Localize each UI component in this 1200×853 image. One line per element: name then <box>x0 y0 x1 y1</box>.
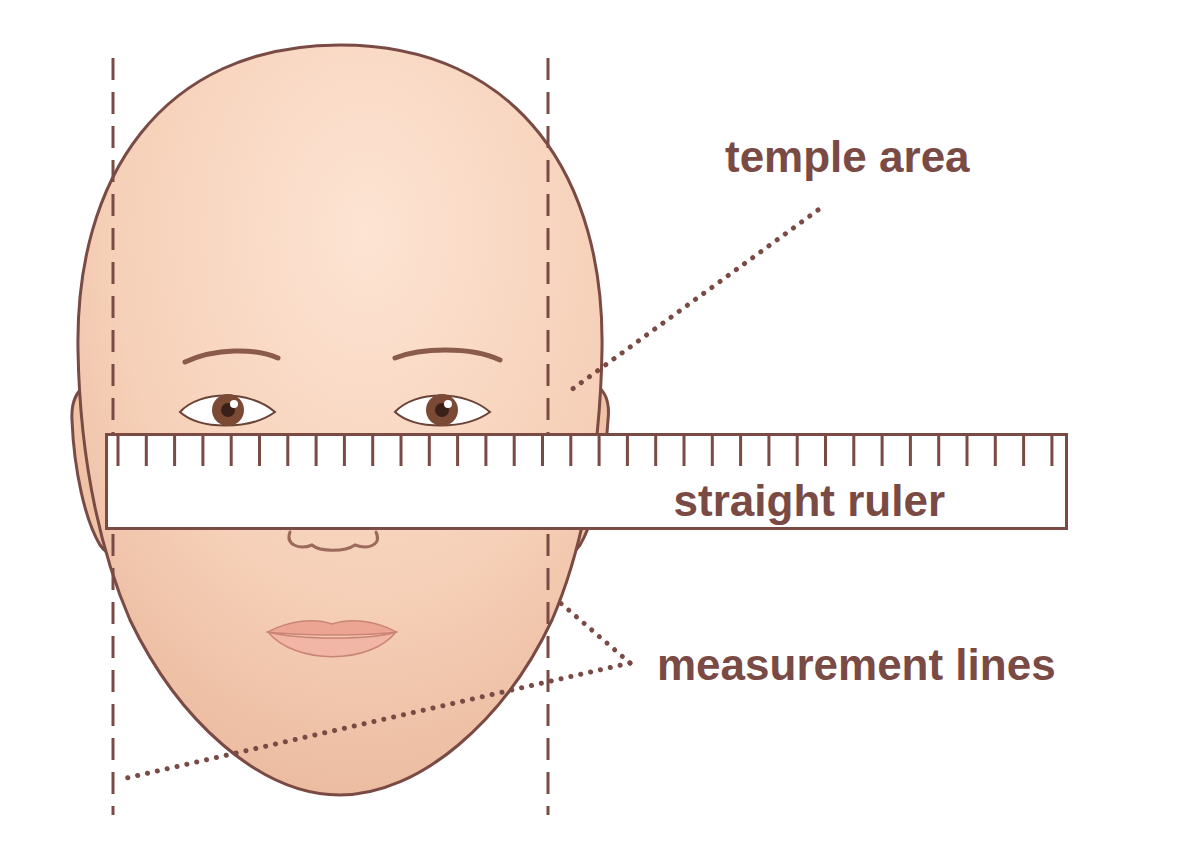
ruler-tick <box>343 436 346 466</box>
ruler-tick <box>145 436 148 466</box>
ruler-label: straight ruler <box>674 477 945 525</box>
nose <box>289 532 377 550</box>
eyebrow <box>185 351 278 362</box>
ruler-tick <box>1022 436 1025 466</box>
upper-lip <box>268 621 396 635</box>
ruler-tick <box>371 436 374 466</box>
callout-label: measurement lines <box>657 641 1056 689</box>
ruler-tick <box>315 436 318 466</box>
eyebrow <box>395 350 500 360</box>
ruler-tick <box>598 436 601 466</box>
ruler-tick <box>626 436 629 466</box>
head-outline <box>78 45 602 795</box>
ruler-tick <box>966 436 969 466</box>
ruler-tick <box>173 436 176 466</box>
ruler-tick <box>286 436 289 466</box>
ruler-tick <box>881 436 884 466</box>
ruler-tick <box>230 436 233 466</box>
ruler-tick <box>400 436 403 466</box>
ruler-tick <box>513 436 516 466</box>
ruler-tick <box>767 436 770 466</box>
ruler-tick <box>569 436 572 466</box>
ruler-tick <box>541 436 544 466</box>
ruler-tick <box>711 436 714 466</box>
ruler-tick <box>428 436 431 466</box>
ruler-tick <box>937 436 940 466</box>
ruler-tick <box>739 436 742 466</box>
ruler-tick <box>456 436 459 466</box>
lower-lip <box>268 632 396 657</box>
ruler-tick <box>796 436 799 466</box>
leader-line <box>567 210 818 393</box>
iris <box>426 394 458 426</box>
ruler-tick <box>201 436 204 466</box>
ruler-tick <box>117 436 120 466</box>
ruler-tick <box>258 436 261 466</box>
iris <box>212 394 244 426</box>
callout-label: temple area <box>725 133 970 181</box>
ruler-tick <box>824 436 827 466</box>
ruler-tick <box>994 436 997 466</box>
ruler-tick <box>683 436 686 466</box>
ruler-tick <box>654 436 657 466</box>
ruler-tick <box>1050 436 1053 466</box>
ruler-tick <box>909 436 912 466</box>
eye-glint <box>230 400 238 408</box>
ruler-tick <box>852 436 855 466</box>
leader-line <box>118 663 630 780</box>
leader-line <box>557 600 630 663</box>
eye-glint <box>444 400 452 408</box>
ruler-box: straight ruler <box>105 433 1068 530</box>
ruler-tick <box>484 436 487 466</box>
